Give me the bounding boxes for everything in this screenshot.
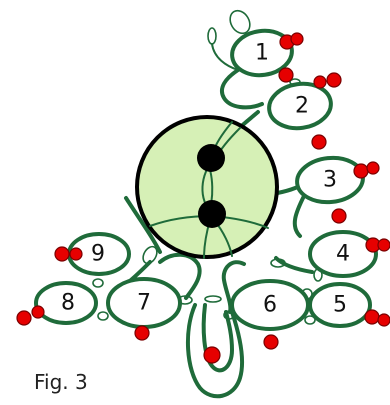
bead [377,238,390,252]
cord-diagonal-left [124,196,162,254]
ring-9-label: 9 [91,242,105,267]
ring-2: 2 [267,81,333,131]
picot-bottom-1 [92,278,104,288]
picot-bottom-7 [304,315,316,325]
bead [326,72,342,88]
bead [290,32,304,46]
bead [134,325,150,341]
bead [54,246,70,262]
bead [263,334,279,350]
ring-8-label: 8 [61,291,75,316]
ring-6: 6 [230,279,310,331]
bead [313,75,327,89]
bead [366,161,380,175]
bead [311,134,327,150]
ring-5-label: 5 [333,293,347,318]
cord-bottom-loop-inner [201,303,234,373]
ring-4: 4 [308,230,378,278]
cord-lower-arch-right [221,260,246,314]
ring-8: 8 [34,281,98,325]
cord-right-lower [274,256,314,274]
bead [69,247,83,261]
ring-7-label: 7 [137,291,151,316]
bead [353,163,369,179]
ring-7: 7 [106,277,182,329]
bead [278,67,294,83]
bead [16,310,32,326]
button-hole-lower [198,200,226,228]
cord-thin-top [211,43,239,71]
ring-3-label: 3 [323,168,337,193]
ring-5: 5 [308,282,372,328]
beads [16,32,390,364]
bead [364,309,380,325]
ring-4-label: 4 [336,242,350,267]
bead [331,208,347,224]
cord-bottom-loop [185,303,245,399]
bead [203,346,221,364]
ring-9: 9 [67,232,131,276]
ring-3: 3 [295,155,365,205]
cord-right-chain [292,194,306,238]
ring-1-label: 1 [255,41,269,66]
ring-6-label: 6 [263,293,277,318]
bead [31,305,45,319]
picot-top-left [207,27,217,45]
button-hole-upper [197,144,225,172]
cord-lower-arch-left [158,252,202,300]
button [135,115,279,259]
picot-top [229,9,251,35]
button-body [135,115,279,259]
figure-caption: Fig. 3 [34,370,88,394]
picot-bottom-2 [97,311,109,321]
cord-top-chain [219,68,264,110]
bead [377,313,390,327]
picot-bottom-4 [204,295,222,303]
ring-2-label: 2 [295,94,309,119]
picot-left [142,245,158,265]
ring-1: 1 [230,28,294,78]
